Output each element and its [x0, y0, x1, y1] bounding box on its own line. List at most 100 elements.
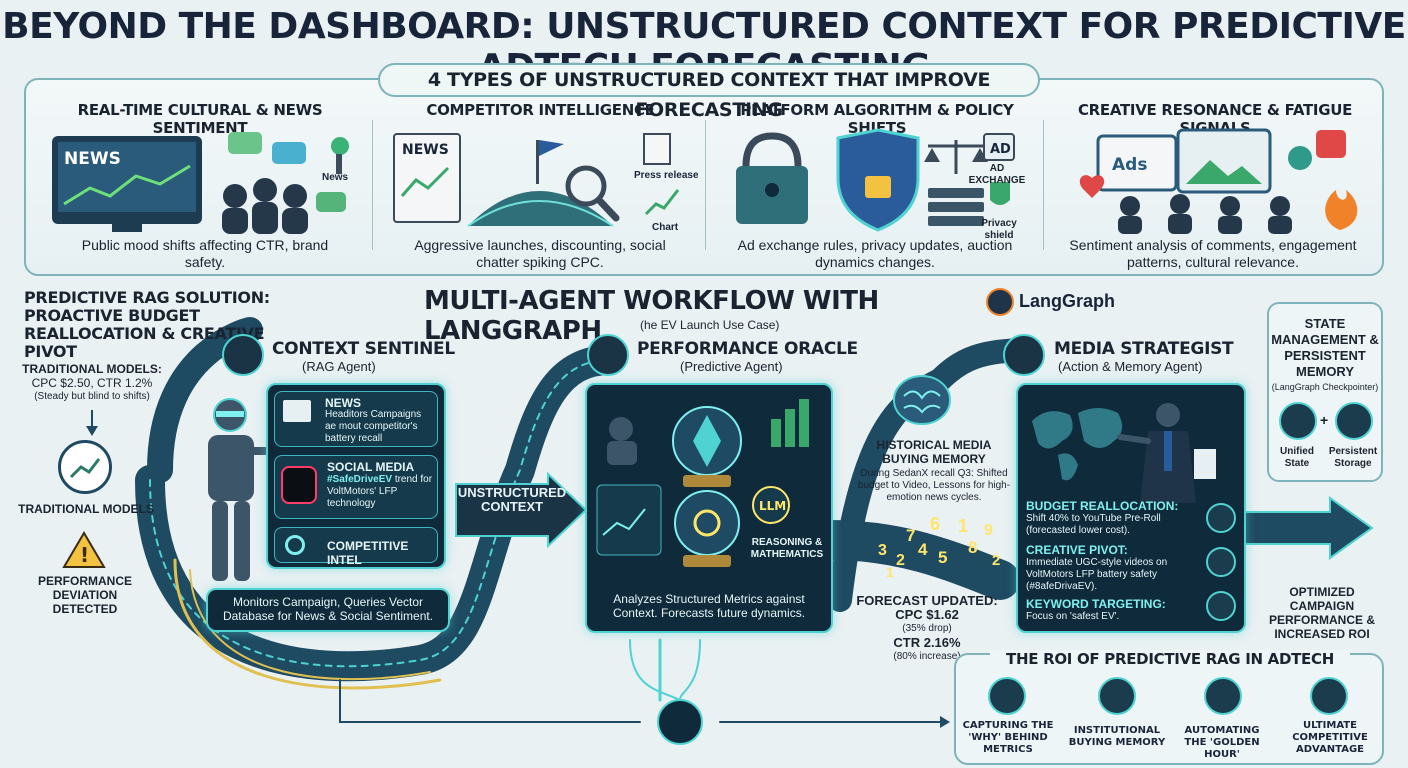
unstructured-arrow — [455, 472, 588, 548]
category-title-competitor: COMPETITOR INTELLIGENCE — [426, 101, 655, 119]
traditional-header: TRADITIONAL MODELS: — [22, 362, 162, 376]
strategist-action-creative: CREATIVE PIVOT: Immediate UGC-style vide… — [1026, 543, 1204, 593]
strategist-role: (Action & Memory Agent) — [1058, 359, 1203, 374]
forecast-ctr: CTR 2.16% — [893, 635, 961, 650]
stream-digit: 5 — [938, 548, 948, 567]
stream-digit: 2 — [992, 552, 1001, 569]
flag-icon — [536, 140, 539, 184]
langgraph-brand: LangGraph — [1019, 291, 1116, 311]
budget-text: Shift 40% to YouTube Pre-Roll (forecaste… — [1026, 513, 1161, 536]
keyword-text: Focus on 'safest EV'. — [1026, 611, 1120, 622]
unified-state-icon — [1279, 402, 1317, 440]
traditional-note: (Steady but blind to shifts) — [34, 391, 150, 402]
sentinel-social-text: trend for VoltMotors' LFP technology — [327, 474, 433, 509]
growth-icon — [1206, 547, 1236, 577]
fire-icon — [1325, 190, 1358, 230]
roi-item-golden-hour: AUTOMATING THE 'GOLDEN HOUR' — [1184, 725, 1260, 760]
news-label: NEWS — [64, 149, 121, 169]
oracle-card: LLM REASONING & MATHEMATICS Analyzes Str… — [585, 383, 833, 633]
creative-text: Immediate UGC-style videos on VoltMotors… — [1026, 557, 1168, 592]
press-release-label: Press release — [634, 170, 698, 181]
sentinel-news-text: Headitors Campaigns ae mout competitor's… — [325, 409, 422, 444]
creative-illustration: Ads — [1070, 126, 1370, 234]
workflow-title: MULTI-AGENT WORKFLOW WITH LANGGRAPH — [424, 286, 879, 346]
chart-label: Chart — [652, 222, 679, 233]
stream-digit: 4 — [918, 540, 928, 559]
stream-digit: 2 — [896, 552, 905, 569]
platform-illustration: AD — [728, 126, 1038, 234]
privacy-shield-label: Privacy shield — [981, 218, 1017, 241]
trophy-icon — [1310, 677, 1348, 715]
strategist-agent-icon — [1003, 334, 1045, 376]
forecast-cpc-note: (35% drop) — [902, 623, 952, 634]
stream-digit: 6 — [930, 514, 941, 534]
stream-digit: 7 — [906, 526, 916, 545]
stream-digit: 3 — [878, 542, 887, 559]
sentinel-news-item: NEWS Headitors Campaigns ae mout competi… — [274, 391, 438, 447]
competitor-illustration: NEWS Press release Chart — [388, 126, 699, 234]
strategist-action-budget: BUDGET REALLOCATION: Shift 40% to YouTub… — [1026, 499, 1204, 537]
sentinel-news-title: NEWS — [325, 396, 361, 410]
trend-chart-icon — [58, 440, 112, 494]
output-arrow — [1244, 496, 1374, 560]
warning-icon: ! — [62, 530, 106, 575]
number-stream: 3 7 6 1 2 4 5 8 9 1 2 — [872, 512, 1012, 582]
keyword-title: KEYWORD TARGETING: — [1026, 597, 1166, 611]
stream-digit: 1 — [886, 564, 894, 580]
budget-title: BUDGET REALLOCATION: — [1026, 499, 1179, 513]
clock-icon — [1204, 677, 1242, 715]
optimized-label: OPTIMIZED CAMPAIGN PERFORMANCE & INCREAS… — [1268, 585, 1375, 641]
reasoning-label: REASONING & MATHEMATICS — [750, 537, 824, 560]
robot-icon — [196, 395, 270, 596]
forecast-ctr-note: (80% increase) — [893, 651, 961, 662]
state-title: STATE MANAGEMENT & PERSISTENT MEMORY — [1271, 316, 1379, 379]
stream-digit: 9 — [984, 522, 993, 539]
creative-title: CREATIVE PIVOT: — [1026, 543, 1128, 557]
storage-icon — [1335, 402, 1373, 440]
state-sub: (LangGraph Checkpointer) — [1271, 382, 1379, 392]
sentinel-social-item: SOCIAL MEDIA #SafeDriveEV trend for Volt… — [274, 455, 438, 519]
memory-title: HISTORICAL MEDIA BUYING MEMORY — [876, 438, 992, 466]
stream-digit: 1 — [958, 516, 969, 536]
lightbulb-icon — [988, 677, 1026, 715]
brain-icon — [1098, 677, 1136, 715]
world-map-icon — [1032, 403, 1216, 503]
deviation-label: PERFORMANCE DEVIATION DETECTED — [37, 574, 132, 616]
divider — [705, 120, 706, 250]
unified-state-label: Unified State — [1280, 446, 1314, 469]
heart-icon — [1079, 175, 1105, 198]
news-sentiment-illustration: NEWS News — [50, 126, 360, 234]
traditional-icon-label: TRADITIONAL MODELS — [18, 502, 154, 516]
sentinel-competitive-title: COMPETITIVE INTEL — [327, 539, 409, 567]
state-panel: STATE MANAGEMENT & PERSISTENT MEMORY (La… — [1267, 302, 1383, 482]
strategist-card: BUDGET REALLOCATION: Shift 40% to YouTub… — [1016, 383, 1246, 633]
roi-item-advantage: ULTIMATE COMPETITIVE ADVANTAGE — [1292, 720, 1368, 755]
ads-label: Ads — [1112, 155, 1147, 175]
sentinel-name: CONTEXT SENTINEL — [272, 339, 455, 359]
ad-label: AD — [990, 142, 1011, 157]
category-desc-competitor: Aggressive launches, discounting, social… — [414, 237, 666, 270]
sentinel-social-hashtag: #SafeDriveEV — [327, 474, 393, 485]
target-icon — [1206, 591, 1236, 621]
crystal-ball-icon — [587, 334, 629, 376]
sentinel-caption: Monitors Campaign, Queries Vector Databa… — [222, 595, 434, 623]
magnifier-icon — [565, 165, 607, 207]
roi-title: THE ROI OF PREDICTIVE RAG IN ADTECH — [990, 650, 1350, 668]
category-desc-creative: Sentiment analysis of comments, engageme… — [1069, 237, 1357, 270]
tiktok-icon — [281, 466, 317, 504]
news-screen-icon: NEWS News — [52, 132, 349, 234]
sentinel-social-title: SOCIAL MEDIA — [327, 460, 415, 474]
forecast-cpc: CPC $1.62 — [895, 607, 959, 622]
newspaper-icon — [283, 400, 311, 422]
chat-icon — [316, 192, 346, 212]
oracle-role: (Predictive Agent) — [680, 359, 783, 374]
memory-text: During SedanX recall Q3: Shifted budget … — [857, 468, 1011, 503]
money-icon — [1206, 503, 1236, 533]
sentinel-competitive-item: COMPETITIVE INTEL — [274, 527, 438, 567]
solution-title: PREDICTIVE RAG SOLUTION: PROACTIVE BUDGE… — [24, 288, 270, 361]
strategist-action-keyword: KEYWORD TARGETING: Focus on 'safest EV'. — [1026, 597, 1204, 623]
category-desc-platform: Ad exchange rules, privacy updates, auct… — [737, 237, 1013, 270]
svg-text:!: ! — [80, 543, 89, 567]
brain-icon — [890, 372, 954, 433]
traditional-metrics: CPC $2.50, CTR 1.2% — [31, 376, 153, 390]
